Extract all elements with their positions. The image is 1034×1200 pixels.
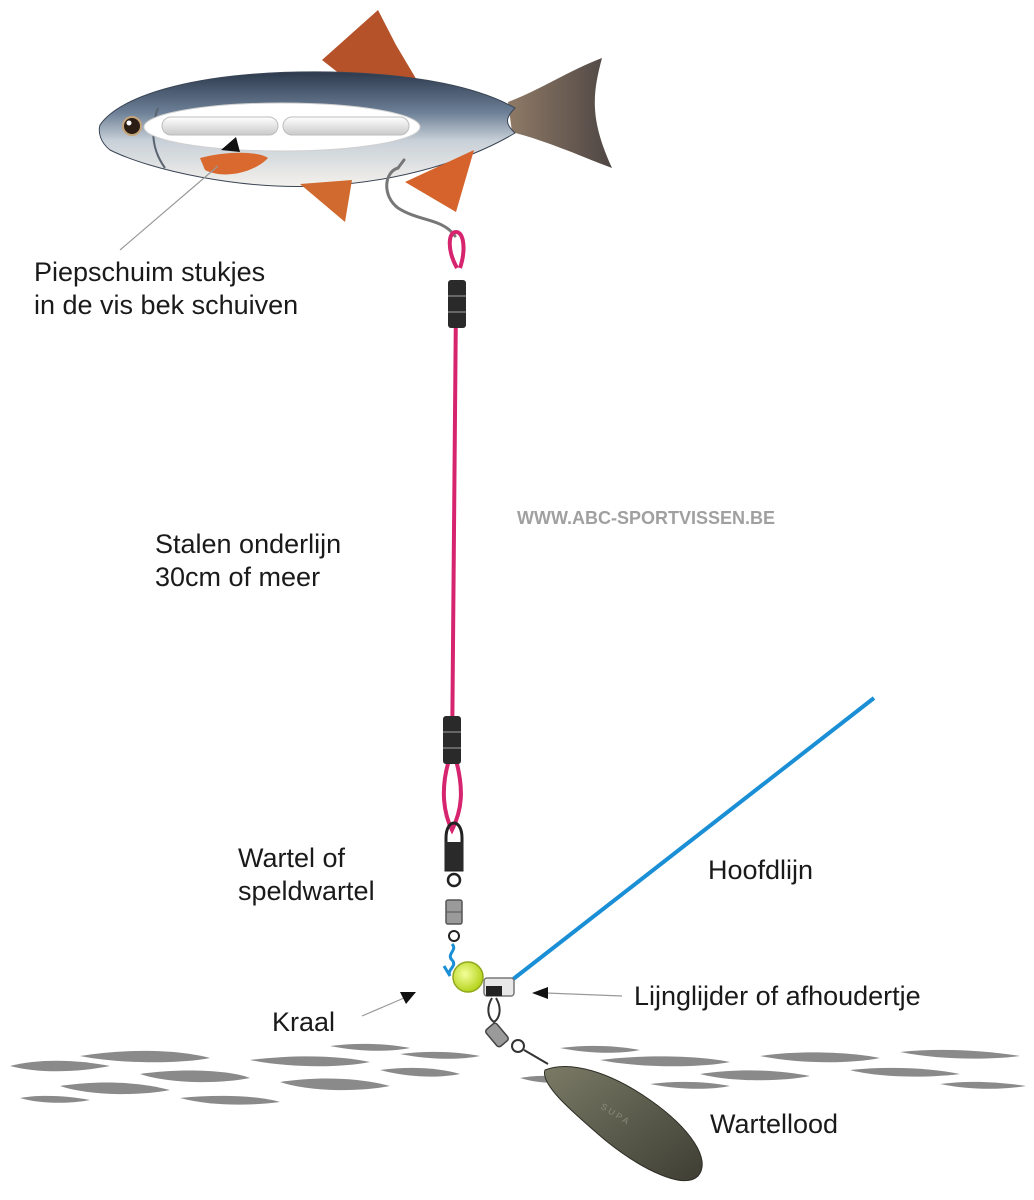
bead-label: Kraal [272, 1007, 336, 1037]
bead-arrow-icon [361, 992, 416, 1017]
anal-fin [405, 150, 474, 212]
snap-swivel [442, 821, 464, 977]
hook-icon [385, 166, 457, 238]
crimp-sleeve-top [448, 280, 466, 328]
sinker-label: Wartellood [710, 1109, 839, 1139]
pectoral-fin [200, 152, 268, 175]
swivel-label-line-1: Wartel of [238, 843, 346, 873]
leader-label-line-1: Stalen onderlijn [155, 529, 342, 559]
foam-piece-2 [282, 116, 410, 136]
foam-cavity [143, 102, 421, 152]
line-slider [483, 977, 515, 997]
bottom-pattern [10, 1043, 1026, 1105]
gill-line [152, 107, 166, 169]
tail-fin [508, 58, 612, 168]
watermark: WWW.ABC-SPORTVISSEN.BE [517, 508, 776, 528]
bead [452, 961, 484, 993]
foam-label-line-2: in de vis bek schuiven [34, 290, 299, 320]
main-line-label: Hoofdlijn [708, 855, 814, 885]
bait-fish [98, 10, 612, 222]
dorsal-fin [322, 10, 418, 82]
foam-label: Piepschuim stukjes in de vis bek schuive… [34, 256, 298, 322]
leader-line [450, 299, 458, 761]
sinker-swivel [485, 997, 549, 1065]
leader-label: Stalen onderlijn 30cm of meer [155, 528, 341, 594]
foam-label-line-1: Piepschuim stukjes [34, 257, 266, 287]
pelvic-fin [300, 180, 352, 222]
swivel-label-line-2: speldwartel [238, 876, 375, 906]
leader-top-loop [447, 229, 466, 269]
main-line [510, 696, 876, 982]
slider-label: Lijnglijder of afhoudertje [634, 981, 921, 1011]
slider-arrow-icon [532, 987, 623, 999]
crimp-sleeve-bottom [443, 716, 461, 764]
fish-eye [122, 116, 142, 136]
leader-label-line-2: 30cm of meer [155, 562, 321, 592]
leader-bottom-loop [441, 759, 463, 835]
foam-pointer-line [119, 165, 219, 251]
foam-piece-1 [161, 116, 279, 136]
steel-leader [441, 229, 466, 835]
swivel-sinker: S U P A [543, 1066, 703, 1181]
insert-arrow-icon [221, 137, 240, 152]
swivel-label: Wartel of speldwartel [238, 842, 375, 908]
